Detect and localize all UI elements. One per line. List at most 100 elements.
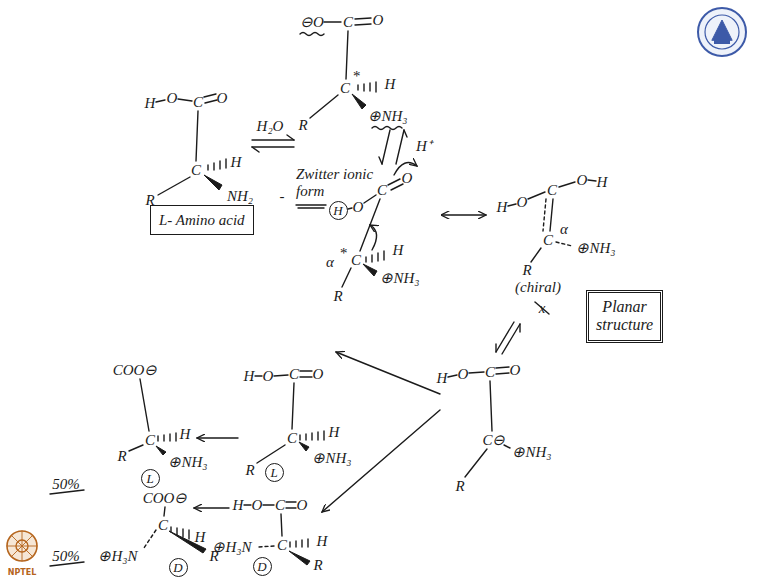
circled-letter: H xyxy=(329,201,348,220)
atom-label: O xyxy=(510,363,521,378)
node-text: L- Amino acid xyxy=(159,212,245,229)
institute-logo xyxy=(714,40,730,44)
l-product-bonds xyxy=(169,434,170,441)
protonated-bonds xyxy=(364,195,376,203)
zwitterion-bonds xyxy=(375,82,376,92)
atom-label: O xyxy=(458,367,469,382)
d-product-bonds xyxy=(50,507,206,566)
l-product-bonds xyxy=(50,379,176,494)
zwitterion-bonds xyxy=(310,95,338,118)
l-amino-acid-bonds xyxy=(156,94,226,195)
atom-label: R xyxy=(298,118,307,133)
atom-label: R xyxy=(117,449,126,464)
atom-label: C xyxy=(145,433,155,448)
l-isomer-bonds xyxy=(311,433,312,440)
d-isomer-bonds xyxy=(244,504,251,505)
d-isomer-bonds xyxy=(286,501,296,502)
logo-text: NPTEL xyxy=(8,568,37,577)
equilibrium-arrow xyxy=(252,139,294,140)
l-amino-acid-bonds xyxy=(225,159,226,168)
zwitterion-bonds xyxy=(363,84,364,91)
d-isomer-bonds xyxy=(307,539,308,547)
zwitterion-bonds xyxy=(300,33,324,36)
l-isomer-bonds xyxy=(323,431,324,440)
l-isomer-bonds xyxy=(274,375,288,376)
d-product-bonds xyxy=(176,528,177,535)
circled-letter: L xyxy=(265,463,284,482)
zwitterion-bonds xyxy=(357,85,358,90)
atom-label: O xyxy=(402,171,413,186)
atom-label: ⊕NH₃ xyxy=(380,271,419,286)
atom-label: H xyxy=(180,427,191,442)
circled-letter: L xyxy=(141,469,160,488)
planar-bonds xyxy=(543,199,546,231)
node-text: Planar structure xyxy=(596,298,653,335)
planar-bonds xyxy=(559,182,575,187)
planar-bonds xyxy=(556,242,572,246)
atom-label: O xyxy=(252,498,263,513)
atom-label: ⊕NH₃ xyxy=(168,455,207,470)
institute-logo xyxy=(698,8,746,56)
planar-bonds xyxy=(550,199,553,231)
d-isomer-bonds xyxy=(295,541,296,547)
l-isomer-bonds xyxy=(257,445,285,463)
atom-label: O xyxy=(353,200,364,215)
l-isomer-bonds xyxy=(299,442,309,451)
atom-label: α xyxy=(326,255,334,270)
l-amino-acid-bonds xyxy=(213,163,214,170)
institute-logo xyxy=(712,20,732,40)
carbanion-bonds xyxy=(469,372,484,373)
circled-letter: D xyxy=(253,557,272,576)
d-isomer-bonds xyxy=(289,542,290,547)
protonated-bonds xyxy=(370,225,377,250)
atom-label: H xyxy=(329,425,340,440)
atom-label: R xyxy=(455,479,464,494)
d-product-bonds xyxy=(182,529,183,537)
carbanion-bonds xyxy=(490,381,492,431)
atom-label: H xyxy=(497,200,508,215)
protonated-bonds xyxy=(365,257,366,262)
equilibrium-arrow xyxy=(496,322,520,354)
atom-label: C xyxy=(275,498,285,513)
atom-label: C xyxy=(191,163,201,178)
atom-label: H xyxy=(385,77,396,92)
label-box: Planar structure xyxy=(586,290,663,343)
equilibrium-arrow xyxy=(252,135,294,152)
atom-label: ⊕NH₃ xyxy=(368,109,407,124)
atom-label: C xyxy=(289,367,299,382)
equilibrium-arrow xyxy=(496,322,514,352)
atom-label: C⊖ xyxy=(482,433,505,448)
l-amino-acid-bonds xyxy=(219,161,220,169)
atom-label: H xyxy=(317,534,328,549)
d-isomer-bonds xyxy=(286,507,296,508)
d-isomer-bonds xyxy=(301,540,302,547)
atom-label: C xyxy=(287,431,297,446)
l-amino-acid-bonds xyxy=(178,99,192,101)
atom-label: * xyxy=(352,69,360,84)
equilibrium-arrow xyxy=(404,130,407,137)
atom-label: H xyxy=(437,371,448,386)
carbanion-bonds xyxy=(448,375,457,377)
equilibrium-arrow xyxy=(519,324,520,332)
equilibrium-arrow xyxy=(396,130,404,164)
protonated-bonds xyxy=(371,255,372,262)
atom-label: ⊕NH₃ xyxy=(512,445,551,460)
equilibrium-arrow xyxy=(379,130,407,164)
reaction-arrow xyxy=(194,507,229,508)
d-isomer-bonds xyxy=(281,514,282,536)
atom-label: O xyxy=(167,91,178,106)
node-text: H xyxy=(333,204,342,217)
equilibrium-arrow xyxy=(502,324,520,354)
atom-label: ⊖O xyxy=(300,15,324,30)
atom-label: O xyxy=(217,91,228,106)
atom-label: * xyxy=(339,246,347,261)
l-isomer-bonds xyxy=(300,370,312,371)
atom-label: C xyxy=(351,253,361,268)
atom-label: R xyxy=(245,463,254,478)
l-isomer-bonds xyxy=(300,376,312,377)
carbanion-bonds xyxy=(496,373,509,374)
atom-label: C xyxy=(543,233,553,248)
atom-label: H xyxy=(233,498,244,513)
atom-label: O xyxy=(373,13,384,28)
